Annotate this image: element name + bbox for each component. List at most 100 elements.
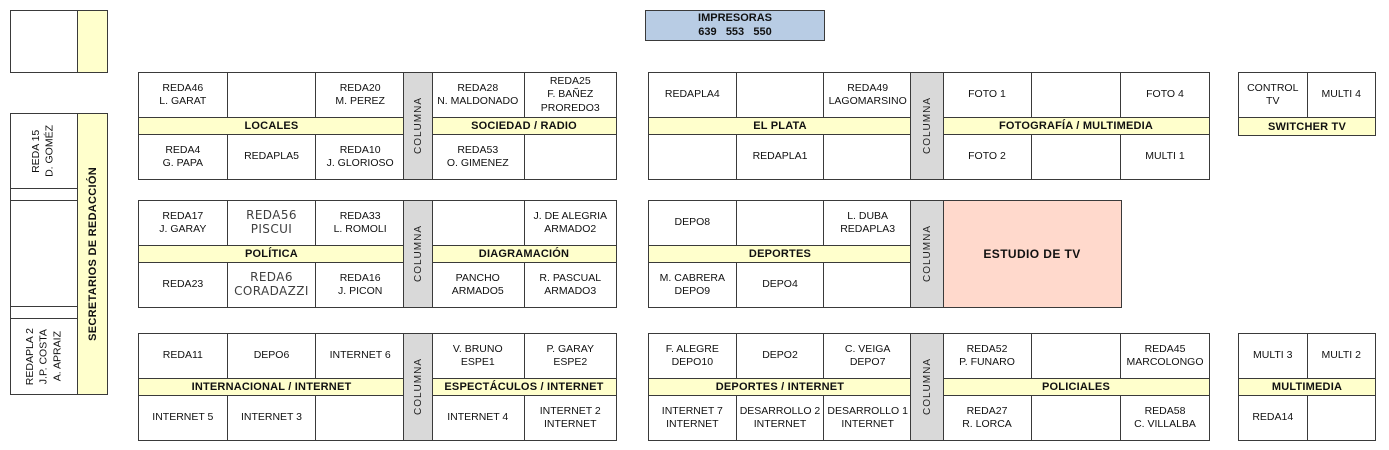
desk-cell: REDA45 MARCOLONGO — [1121, 334, 1209, 378]
desk-cell — [11, 201, 77, 306]
corner-box — [10, 10, 108, 73]
desk-cell: DESARROLLO 1 INTERNET — [824, 396, 911, 440]
desk-cell: REDA27 R. LORCA — [943, 396, 1031, 440]
desk-cell: REDAPLA1 — [736, 135, 824, 179]
desk-cell: REDAPLA 2 J.P. COSTA A. APRAIZ — [11, 319, 77, 394]
secretarios-strip-label: SECRETARIOS DE REDACCIÓN — [86, 167, 99, 341]
column-pillar-label: COLUMNA — [412, 97, 424, 155]
desk-cell: INTERNET 7 INTERNET — [649, 396, 736, 440]
section-label: DEPORTES — [649, 246, 911, 262]
column-pillar: COLUMNA — [403, 333, 433, 441]
desk-cell: REDA52 P. FUNARO — [943, 334, 1031, 378]
section-label: INTERNACIONAL / INTERNET — [139, 379, 404, 395]
desk-cell: PANCHO ARMADO5 — [432, 263, 524, 307]
desk-cell: REDA53 O. GIMENEZ — [432, 135, 524, 179]
desk-cell: R. PASCUAL ARMADO3 — [524, 263, 616, 307]
desk-cell-label: REDA 15 D. GOMÉZ — [30, 125, 56, 177]
desk-cell — [316, 396, 404, 440]
desk-cell — [824, 263, 911, 307]
desk-cell: MULTI 2 — [1307, 334, 1375, 378]
desk-cell: REDAPLA5 — [227, 135, 316, 179]
desk-cell: DESARROLLO 2 INTERNET — [736, 396, 824, 440]
column-pillar-label: COLUMNA — [412, 225, 424, 283]
desk-cell: V. BRUNO ESPE1 — [432, 334, 524, 378]
section-label: SOCIEDAD / RADIO — [432, 118, 616, 134]
desk-cell: INTERNET 5 — [139, 396, 227, 440]
printers-title: IMPRESORAS — [698, 11, 772, 24]
desk-cell: INTERNET 6 — [316, 334, 404, 378]
column-pillar-label: COLUMNA — [921, 225, 933, 283]
section-label: SWITCHER TV — [1239, 118, 1375, 135]
desk-cell — [1032, 334, 1120, 378]
desk-cell: REDA17 J. GARAY — [139, 201, 227, 245]
column-pillar: COLUMNA — [910, 72, 944, 180]
desk-cell — [1032, 73, 1120, 117]
desk-cell: C. VEIGA DEPO7 — [824, 334, 911, 378]
section-label: EL PLATA — [649, 118, 911, 134]
corner-box-white-cell — [11, 11, 77, 72]
column-pillar-label: COLUMNA — [921, 358, 933, 416]
secretarios-strip: SECRETARIOS DE REDACCIÓN — [78, 114, 107, 394]
desk-cell: REDA28 N. MALDONADO — [432, 73, 524, 117]
desk-cell: REDA23 — [139, 263, 227, 307]
column-pillar: COLUMNA — [910, 200, 944, 308]
desk-cell: FOTO 1 — [943, 73, 1031, 117]
desk-cell: REDA20 M. PEREZ — [316, 73, 404, 117]
desk-cell: FOTO 4 — [1121, 73, 1209, 117]
desk-cell — [524, 135, 616, 179]
desk-cell: REDA4 G. PAPA — [139, 135, 227, 179]
sidebar-secretarios: REDA 15 D. GOMÉZ REDAPLA 2 J.P. COSTA A.… — [10, 113, 108, 395]
desk-cell: DEPO4 — [736, 263, 824, 307]
section-label: MULTIMEDIA — [1239, 379, 1375, 395]
desk-cell: J. DE ALEGRIA ARMADO2 — [524, 201, 616, 245]
desk-cell: REDA58 C. VILLALBA — [1121, 396, 1209, 440]
corner-box-yellow-cell — [78, 11, 107, 72]
desk-cell-label: REDAPLA 2 J.P. COSTA A. APRAIZ — [23, 327, 63, 386]
desk-cell: REDA16 J. PICON — [316, 263, 404, 307]
column-pillar: COLUMNA — [910, 333, 944, 441]
desk-cell: L. DUBA REDAPLA3 — [824, 201, 911, 245]
section-label: DIAGRAMACIÓN — [432, 246, 616, 262]
desk-cell — [1032, 135, 1120, 179]
section-label: DEPORTES / INTERNET — [649, 379, 911, 395]
desk-cell — [736, 73, 824, 117]
desk-cell: MULTI 3 — [1239, 334, 1307, 378]
desk-cell: REDA11 — [139, 334, 227, 378]
desk-cell: REDA14 — [1239, 396, 1307, 440]
desk-cell: M. CABRERA DEPO9 — [649, 263, 736, 307]
desk-cell: F. ALEGRE DEPO10 — [649, 334, 736, 378]
printers-box: IMPRESORAS 639 553 550 — [645, 10, 825, 41]
desk-cell — [1032, 396, 1120, 440]
desk-cell: REDA56 PISCUI — [227, 201, 316, 245]
tv-studio-area: ESTUDIO DE TV — [942, 200, 1122, 308]
desk-cell: REDA10 J. GLORIOSO — [316, 135, 404, 179]
desk-cell: MULTI 1 — [1121, 135, 1209, 179]
desk-cell — [649, 135, 736, 179]
desk-cell: CONTROL TV — [1239, 73, 1307, 117]
desk-cell: REDAPLA4 — [649, 73, 736, 117]
printers-numbers: 639 553 550 — [698, 25, 772, 38]
spacer-cell — [11, 189, 77, 200]
section-label: LOCALES — [139, 118, 404, 134]
desk-cell — [1307, 396, 1375, 440]
column-pillar: COLUMNA — [403, 200, 433, 308]
desk-cell: REDA25 F. BAÑEZ PROREDO3 — [524, 73, 616, 117]
desk-cell — [432, 201, 524, 245]
desk-cell: REDA46 L. GARAT — [139, 73, 227, 117]
desk-cell: DEPO8 — [649, 201, 736, 245]
desk-cell: INTERNET 4 — [432, 396, 524, 440]
desk-cell: REDA6 CORADAZZI — [227, 263, 316, 307]
desk-cell — [824, 135, 911, 179]
